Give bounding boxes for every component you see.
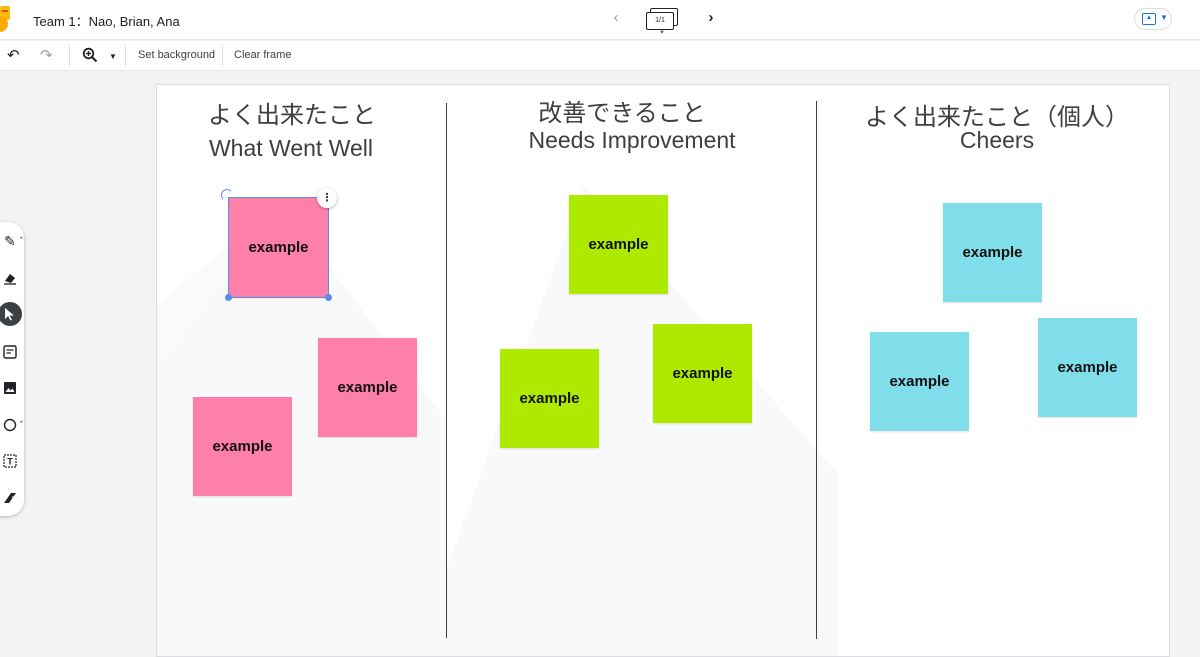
column-title-en[interactable]: Needs Improvement <box>528 127 736 153</box>
caret-down-icon: ▼ <box>1160 13 1168 22</box>
sticky-note[interactable]: example <box>653 324 752 423</box>
jamboard-logo-icon <box>0 6 10 32</box>
select-cursor-icon <box>5 308 14 321</box>
clear-frame-button[interactable]: Clear frame <box>234 49 292 61</box>
prev-frame-button[interactable]: ‹ <box>607 9 625 27</box>
edit-toolbar: ↶ ↷ ▼ Set background Clear frame <box>0 41 1200 71</box>
sticky-note[interactable]: example <box>1038 318 1137 417</box>
app-header: Team 1：Nao, Brian, Ana ‹ 1/1 ▼ › ▼ <box>0 0 1200 40</box>
sticky-note[interactable]: example <box>318 338 417 437</box>
circle-shape-icon <box>3 418 17 432</box>
column-title-jp[interactable]: 改善できること <box>538 100 706 127</box>
sticky-note-tool[interactable] <box>0 342 20 362</box>
caret-down-icon: ▼ <box>659 30 665 36</box>
sticky-note[interactable]: example <box>569 195 668 294</box>
frame-bar-toggle[interactable]: 1/1 ▼ <box>644 6 680 36</box>
pen-tool[interactable]: ✎▸ <box>4 233 23 249</box>
undo-button[interactable]: ↶ <box>7 47 20 65</box>
resize-handle[interactable] <box>325 294 332 301</box>
redo-button[interactable]: ↷ <box>40 47 53 65</box>
column-divider <box>446 103 447 638</box>
zoom-dropdown[interactable]: ▼ <box>109 48 117 66</box>
text-box-tool[interactable]: T <box>0 451 20 471</box>
tool-palette: ✎▸ ▸ T <box>0 222 24 516</box>
laser-pointer-icon <box>4 493 16 503</box>
sticky-note[interactable]: example <box>193 397 292 496</box>
column-title-jp[interactable]: よく出来たこと <box>208 102 376 129</box>
image-icon <box>4 382 16 394</box>
resize-handle[interactable] <box>225 294 232 301</box>
column-divider <box>816 101 817 639</box>
column-title-jp[interactable]: よく出来たこと（個人） <box>865 104 1129 131</box>
sticky-note[interactable]: example <box>870 332 969 431</box>
caret-down-icon: ▼ <box>109 52 117 61</box>
zoom-in-icon <box>82 47 98 63</box>
eraser-icon <box>4 274 16 285</box>
jam-title[interactable]: Team 1：Nao, Brian, Ana <box>33 14 180 29</box>
svg-text:T: T <box>7 457 13 467</box>
select-tool[interactable] <box>0 302 22 326</box>
eraser-tool[interactable] <box>0 268 20 288</box>
zoom-button[interactable] <box>82 47 98 65</box>
shape-tool[interactable]: ▸ <box>0 415 23 435</box>
chevron-left-icon: ‹ <box>613 9 619 26</box>
image-tool[interactable] <box>0 378 20 398</box>
sticky-note[interactable]: example <box>500 349 599 448</box>
present-to-screen-icon <box>1142 13 1156 25</box>
column-title-en[interactable]: Cheers <box>959 127 1035 153</box>
next-frame-button[interactable]: › <box>702 9 720 27</box>
more-vertical-icon: ⋮ <box>321 192 333 204</box>
undo-icon: ↶ <box>7 47 20 64</box>
selection-box <box>228 197 329 298</box>
redo-icon: ↷ <box>40 47 53 64</box>
text-box-icon: T <box>3 454 17 468</box>
frame-counter: 1/1 <box>646 12 674 30</box>
sticky-note[interactable]: example <box>943 203 1042 302</box>
set-background-button[interactable]: Set background <box>138 49 216 61</box>
column-title-en[interactable]: What Went Well <box>208 135 374 161</box>
laser-tool[interactable] <box>0 488 20 508</box>
rotate-handle[interactable] <box>221 189 233 201</box>
jam-canvas[interactable]: よく出来たこと What Went Well example example e… <box>156 84 1170 657</box>
chevron-right-icon: › <box>708 9 714 26</box>
sticky-note[interactable]: example <box>229 198 328 297</box>
note-menu-button[interactable]: ⋮ <box>317 188 337 208</box>
present-button[interactable]: ▼ <box>1134 8 1172 30</box>
pen-icon: ✎ <box>4 233 16 249</box>
sticky-note-icon <box>3 345 17 359</box>
